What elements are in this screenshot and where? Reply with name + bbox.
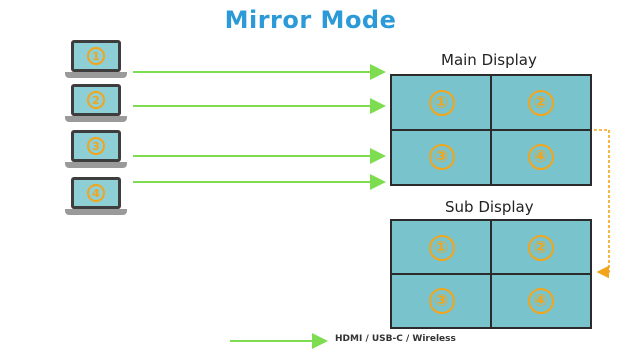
legend-label: HDMI / USB-C / Wireless [335,334,456,344]
laptop-base [65,72,127,78]
main-display-cell-3: ③ [428,144,455,170]
laptop-3: 3 [65,130,127,172]
main-display: ① ② ③ ④ [390,74,592,186]
laptop-base [65,116,127,122]
sub-display-cell-1: ① [428,234,455,261]
laptop-screen: 4 [71,177,121,209]
mirror-link-arrow [594,129,610,279]
laptop-number: 4 [87,184,105,202]
laptop-2: 2 [65,84,127,126]
main-display-label: Main Display [441,51,537,69]
sub-display-cell-4: ④ [527,287,554,314]
main-display-cell-1: ① [428,90,455,116]
sub-display: ① ② ③ ④ [390,219,592,329]
laptop-base [65,209,127,215]
main-display-cell-2: ② [527,90,554,116]
laptop-number: 3 [87,137,105,155]
sub-display-label: Sub Display [445,198,534,216]
laptop-base [65,162,127,168]
laptop-4: 4 [65,177,127,219]
diagram-title: Mirror Mode [224,6,397,34]
laptop-screen: 3 [71,130,121,162]
laptop-number: 1 [87,47,105,65]
laptop-screen: 2 [71,84,121,116]
laptop-1: 1 [65,40,127,82]
sub-display-cell-3: ③ [428,287,455,314]
sub-display-cell-2: ② [527,234,554,261]
laptop-screen: 1 [71,40,121,72]
laptop-number: 2 [87,91,105,109]
main-display-cell-4: ④ [527,144,554,170]
